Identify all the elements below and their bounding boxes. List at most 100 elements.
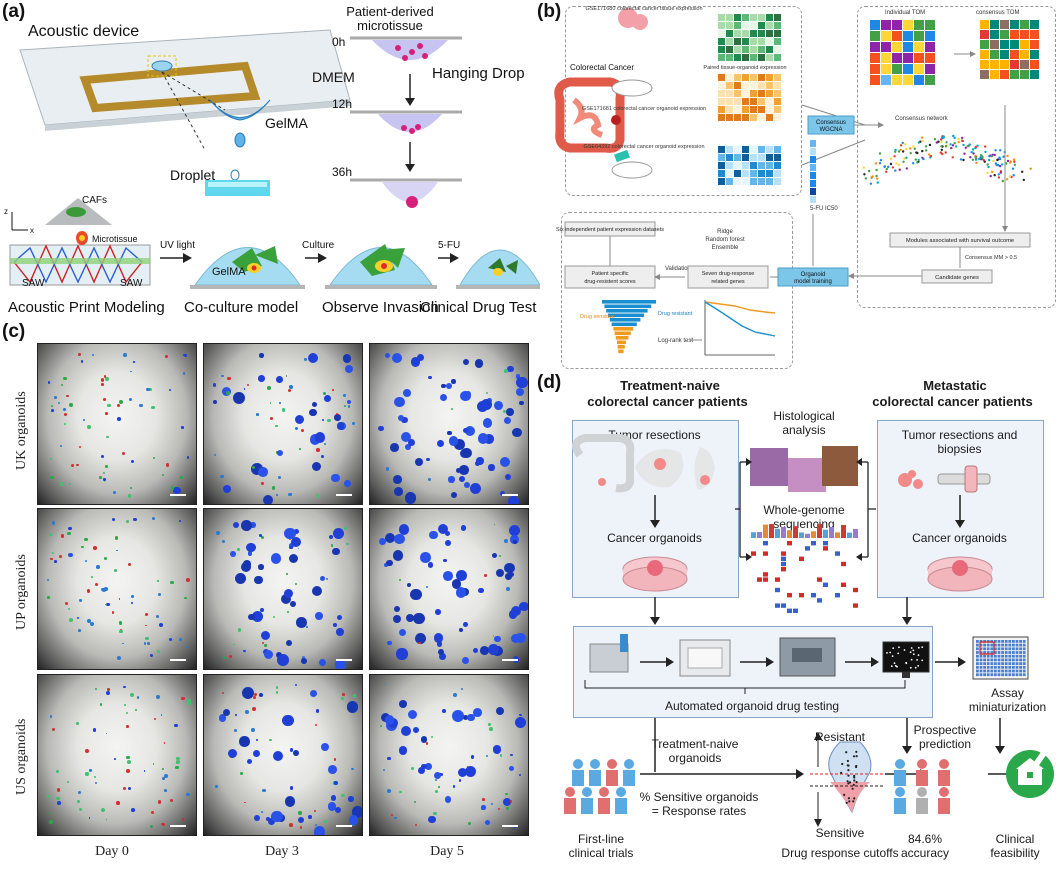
b-data-box	[565, 6, 802, 196]
organoid-spot	[334, 414, 341, 421]
plate-well	[1015, 643, 1019, 647]
network-node	[988, 155, 991, 158]
plate-well	[983, 654, 986, 658]
network-node	[1001, 163, 1004, 166]
organoid-spot	[130, 601, 133, 604]
organoid-spot	[348, 796, 354, 802]
organoid-spot	[272, 615, 275, 618]
organoid-spot	[252, 696, 256, 700]
organoid-spot	[421, 764, 427, 770]
wgs-cell	[841, 598, 846, 603]
organoid-spot	[155, 614, 159, 618]
wgs-cell	[835, 567, 840, 572]
wgs-cell	[847, 561, 852, 567]
organoid-spot	[130, 594, 134, 598]
heatmap-cell	[742, 74, 749, 81]
scale-bar	[336, 659, 352, 661]
organoid-spot	[314, 432, 326, 443]
wgs-cell	[787, 577, 792, 582]
heatmap-cell	[758, 54, 765, 61]
organoid-spot	[170, 798, 174, 802]
heatmap-cell	[980, 70, 989, 79]
organoid-spot	[500, 491, 506, 497]
organoid-spot	[146, 387, 150, 392]
organoid-spot	[245, 710, 249, 715]
organoid-spot	[103, 557, 108, 561]
wgs-cell	[853, 582, 858, 587]
organoid-spot	[461, 448, 472, 459]
heatmap-cell	[892, 42, 902, 52]
organoid-spot	[258, 692, 264, 698]
person-head	[939, 787, 949, 797]
organoid-spot	[485, 391, 489, 394]
organoid-spot	[308, 408, 317, 417]
organoid-spot	[458, 476, 465, 483]
wgs-cell	[817, 556, 822, 561]
network-node	[940, 136, 944, 140]
organoid-spot	[275, 425, 278, 428]
organoid-spot	[271, 553, 282, 564]
network-node	[937, 140, 940, 143]
network-node	[928, 143, 932, 147]
heatmap-cell	[726, 82, 733, 89]
organoid-spot	[437, 440, 445, 448]
drop-36h	[382, 182, 438, 202]
wgs-cell	[763, 567, 768, 572]
scale-bar	[502, 494, 518, 496]
wgs-cell	[841, 561, 846, 567]
organoid-spot	[428, 375, 432, 380]
organoid-spot	[418, 641, 421, 645]
organoid-spot	[385, 533, 396, 544]
organoid-spot	[461, 656, 469, 664]
network-node	[909, 152, 912, 155]
svg-text:5-FU: 5-FU	[438, 240, 460, 251]
organoid-spot	[277, 475, 281, 480]
colon-sketch	[572, 434, 635, 493]
organoid-spot	[143, 770, 146, 772]
organoid-spot	[234, 729, 238, 733]
violin-dot	[848, 781, 852, 784]
wgs-cell	[751, 567, 756, 572]
plate-well	[990, 643, 994, 647]
organoid-spot	[80, 360, 84, 364]
wgs-cell	[757, 577, 762, 582]
violin-dot	[852, 755, 856, 758]
d-automated-testing: Automated organoid drug testing	[664, 699, 840, 713]
organoid-spot	[276, 376, 283, 383]
organoid-spot	[133, 361, 135, 363]
plate-well	[976, 647, 979, 651]
network-node	[1005, 162, 1008, 165]
organoid-spot	[130, 693, 135, 698]
organoid-spot	[94, 687, 97, 690]
organoid-spot	[275, 686, 279, 689]
wgs-cell	[787, 587, 792, 593]
network-node	[913, 147, 916, 150]
organoid-spot	[144, 636, 149, 641]
organoid-spot	[477, 401, 488, 413]
row-label-uk: UK organoids	[14, 391, 29, 470]
organoid-spot	[113, 569, 117, 572]
organoid-spot	[116, 404, 121, 408]
heatmap-cell	[750, 38, 757, 45]
droplet-2	[230, 169, 240, 181]
patients-icon	[564, 759, 635, 814]
organoid-spot	[292, 749, 300, 757]
heatmap-cell	[980, 20, 989, 29]
heatmap-cell	[903, 42, 913, 52]
wgs-cell	[769, 572, 774, 577]
heatmap-cell	[742, 154, 749, 161]
organoid-spot	[321, 418, 324, 422]
wgs-cell	[763, 561, 768, 567]
organoid-spot	[433, 811, 437, 816]
violin-dot	[855, 755, 858, 758]
heatmap-cell	[726, 90, 733, 97]
plate-well	[979, 658, 983, 662]
organoid-spot	[169, 637, 173, 641]
organoid-spot	[131, 808, 136, 812]
label-12h: 12h	[332, 97, 352, 111]
microscopy-image	[369, 508, 529, 670]
wgs-cell	[853, 577, 858, 582]
violin-dot	[847, 797, 850, 800]
heatmap-cell	[1030, 20, 1039, 29]
organoid-spot	[179, 637, 183, 641]
